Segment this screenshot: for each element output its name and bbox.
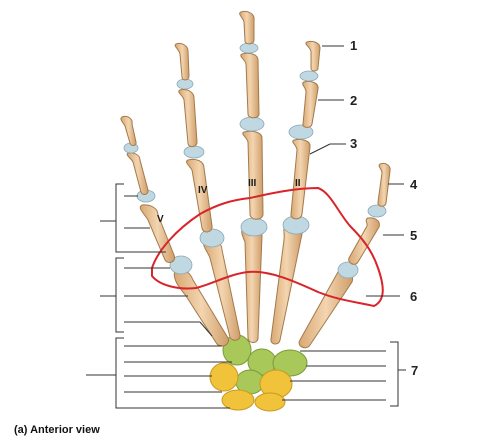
label-6: 6 [410,289,417,304]
label-7: 7 [411,363,418,378]
digit-label-iv: IV [198,185,208,196]
right-leaders [310,46,406,406]
label-4: 4 [410,177,418,192]
label-5: 5 [410,228,417,243]
label-2: 2 [350,93,357,108]
mcp-joints [170,216,358,278]
digit-v [121,116,175,262]
digit-label-v: V [157,214,164,225]
label-1: 1 [350,38,357,53]
carpal-yellow-4 [255,393,285,411]
carpal-yellow-1 [210,363,238,391]
carpal-yellow-3 [222,390,254,410]
figure-caption: (a) Anterior view [14,424,100,436]
digit-ii [289,41,320,219]
label-3: 3 [350,136,357,151]
digit-label-iii: III [248,178,257,189]
metacarpal-i [299,271,353,348]
metacarpal-iii [242,227,262,342]
digit-iv [175,43,212,231]
digit-label-ii: II [295,178,301,189]
metacarpal-ii [271,225,302,344]
